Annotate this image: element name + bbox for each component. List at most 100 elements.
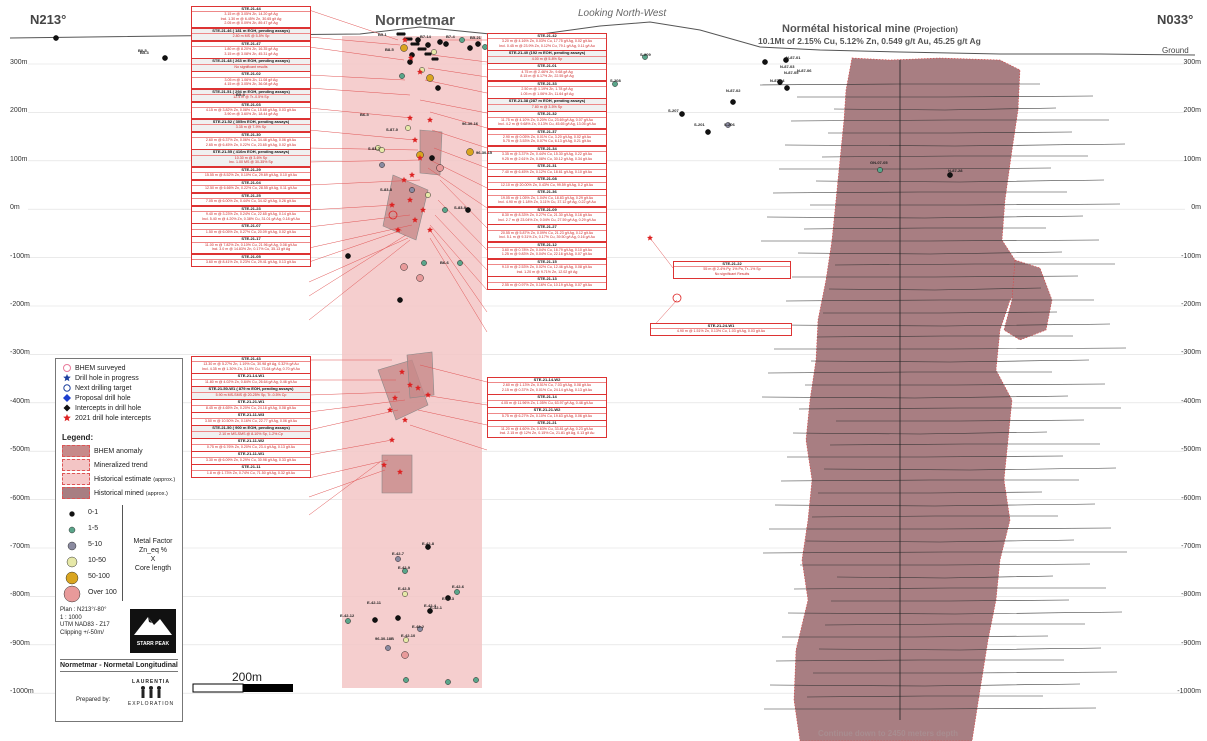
hole-label: E-42-11 xyxy=(367,600,382,605)
drill-hole-marker xyxy=(435,85,441,91)
metal-factor-divider xyxy=(122,505,123,601)
intercept-line: 2.15 m @ 0.37% Zn, 0.01% Cu, 24.14 g/t A… xyxy=(501,387,593,392)
mine-level-line xyxy=(792,431,1048,435)
drill-hole-marker xyxy=(162,55,168,61)
legend-symbol-row: Next drilling target xyxy=(62,383,131,393)
hole-label: S-206 xyxy=(724,122,735,127)
intercept-line: 4.90 m @ 1.51% Zn, 0.13% Cu, 1.03 g/t Ag… xyxy=(676,329,766,334)
leader-line xyxy=(308,87,411,96)
intercept-line: 1.25 m @ 9.83% Zn, 0.04% Cu, 22.16 g/t A… xyxy=(501,252,593,257)
intercept-star xyxy=(647,234,653,241)
figures-icon xyxy=(141,686,161,698)
left-bearing: N213° xyxy=(30,12,67,27)
hole-id: STE-21-14 xyxy=(488,395,606,401)
mine-level-line xyxy=(828,287,1042,291)
mine-level-line xyxy=(762,551,1127,554)
drill-hole-marker xyxy=(784,85,790,91)
scale-bar-label: 200m xyxy=(232,670,263,684)
drill-hole-marker xyxy=(397,297,403,303)
intercept-star xyxy=(401,176,407,183)
hole-label: 96-30-15 xyxy=(476,150,493,155)
drill-hole-marker xyxy=(395,556,401,562)
elevation-label: -900m xyxy=(10,639,30,647)
mine-level-line xyxy=(797,95,1094,98)
intercept-line: Incl. 1.30 m @ 6.45% Zn, 30.65 g/t Ag xyxy=(220,16,282,21)
hole-label: E-42-4 xyxy=(424,603,437,608)
mine-level-line xyxy=(772,191,1067,194)
hole-label: B8-5 xyxy=(385,47,394,52)
legend-area-label: BHEM anomaly xyxy=(94,447,143,455)
intercept-line: Incl. 2.15 m @ 12% Zn, 0.15% Cu, 21.81 g… xyxy=(499,431,595,436)
intercept-star xyxy=(427,116,433,123)
drill-hole-marker xyxy=(475,41,481,47)
leader-line xyxy=(429,229,488,313)
drill-hole-marker xyxy=(345,253,351,259)
hole-id: STE-21-21 xyxy=(488,421,606,427)
leader-line xyxy=(308,399,406,413)
drill-hole-marker xyxy=(679,111,685,117)
drill-hole-marker xyxy=(436,164,444,172)
legend-area-suffix: (approx.) xyxy=(145,490,168,497)
hole-id: STE-21-11-W2 xyxy=(192,439,310,445)
hole-label: B7-14 xyxy=(420,34,431,39)
plan-info-line: 1 : 1000 xyxy=(60,614,82,621)
intercept-line: 15.55 m @ 8.52% Zn, 0.10% Cu, 29.69 g/t … xyxy=(204,173,298,178)
legend-area-label: Historical mined xyxy=(94,489,144,497)
mine-level-line xyxy=(824,623,1085,626)
intercept-line: 4.05 m @ 11.96% Zn, 1.05% Cu, 63.97 g/t … xyxy=(501,400,593,405)
mine-level-line xyxy=(806,695,1043,698)
hole-id: STE-21-03 xyxy=(192,103,310,108)
elevation-label: -1000m xyxy=(10,688,34,696)
leader-line xyxy=(434,214,488,271)
intercept-line: 3.30 m @ 6.09% Zn, 0.29% Cu, 30.98 g/t A… xyxy=(205,457,297,462)
intercept-line: 4.15 m @ 3.82% Zn, 0.08% Cu, 15.68 g/t A… xyxy=(205,108,297,112)
drill-hole-marker xyxy=(454,589,460,595)
diamond-blue-icon xyxy=(63,394,71,402)
intercept-line: Incl. 4.35 m @ 1.30% Zn, 3.19% Cu, 73.64… xyxy=(202,366,300,371)
mine-level-line xyxy=(823,467,1117,471)
hole-label: E-42-6 xyxy=(452,584,465,589)
elevation-label: -400m xyxy=(1181,397,1201,405)
hole-label: B6-6 xyxy=(440,260,449,265)
elevation-label: -700m xyxy=(10,543,30,550)
drill-hole-marker xyxy=(457,260,463,266)
mine-level-line xyxy=(793,587,1106,590)
hole-label: B7-4 xyxy=(446,34,455,39)
mine-projection: (Projection) xyxy=(913,25,958,34)
intercept-line: 55 m @ 2-4% Py, 1% Po, Tr.-1% Sp xyxy=(703,267,761,272)
drill-hole-marker xyxy=(445,595,451,601)
legend-area-row: Historical mined(approx.) xyxy=(62,487,168,499)
mine-level-line xyxy=(805,383,1106,386)
prepared-by: Prepared by: xyxy=(76,697,111,703)
leader-line xyxy=(431,54,488,63)
metal-factor-label: Over 100 xyxy=(88,589,117,596)
intercept-star xyxy=(409,171,415,178)
bhem-anomaly-box xyxy=(381,454,413,494)
intercept-line: 1.05 m @ 1.06% Zn, 11.64 g/t Ag xyxy=(520,91,574,96)
drill-hole-marker xyxy=(467,45,473,51)
mine-level-line xyxy=(782,635,1049,638)
mine-level-line xyxy=(784,143,1126,147)
drill-hole-marker xyxy=(372,617,378,623)
mine-level-line xyxy=(833,107,1057,111)
intercept-box: STE-21-50-W1 ( 879 m EOH, pending assays… xyxy=(191,386,311,400)
leader-line xyxy=(308,74,406,81)
intercept-line: 12.10 m @ 20.00% Zn, 0.43% Cu, 99.59 g/t… xyxy=(500,182,594,187)
elevation-label: 100m xyxy=(1183,155,1201,163)
exploration-text: EXPLORATION xyxy=(127,701,175,707)
mine-level-line xyxy=(805,539,1075,543)
hole-id: STE-21-50-W1 ( 879 m EOH, pending assays… xyxy=(192,387,310,393)
mine-level-line xyxy=(787,455,1064,458)
legend-symbol-row: 2021 drill hole intercepts xyxy=(62,413,151,423)
metal-factor-label: 10-50 xyxy=(88,557,106,564)
hole-label: E-42-10 xyxy=(401,633,416,638)
intercept-line: 19.05 m @ 1.05% Zn, 1.04% Cu, 18.83 g/t … xyxy=(500,195,594,200)
hole-label: E-42-1 xyxy=(430,605,443,610)
